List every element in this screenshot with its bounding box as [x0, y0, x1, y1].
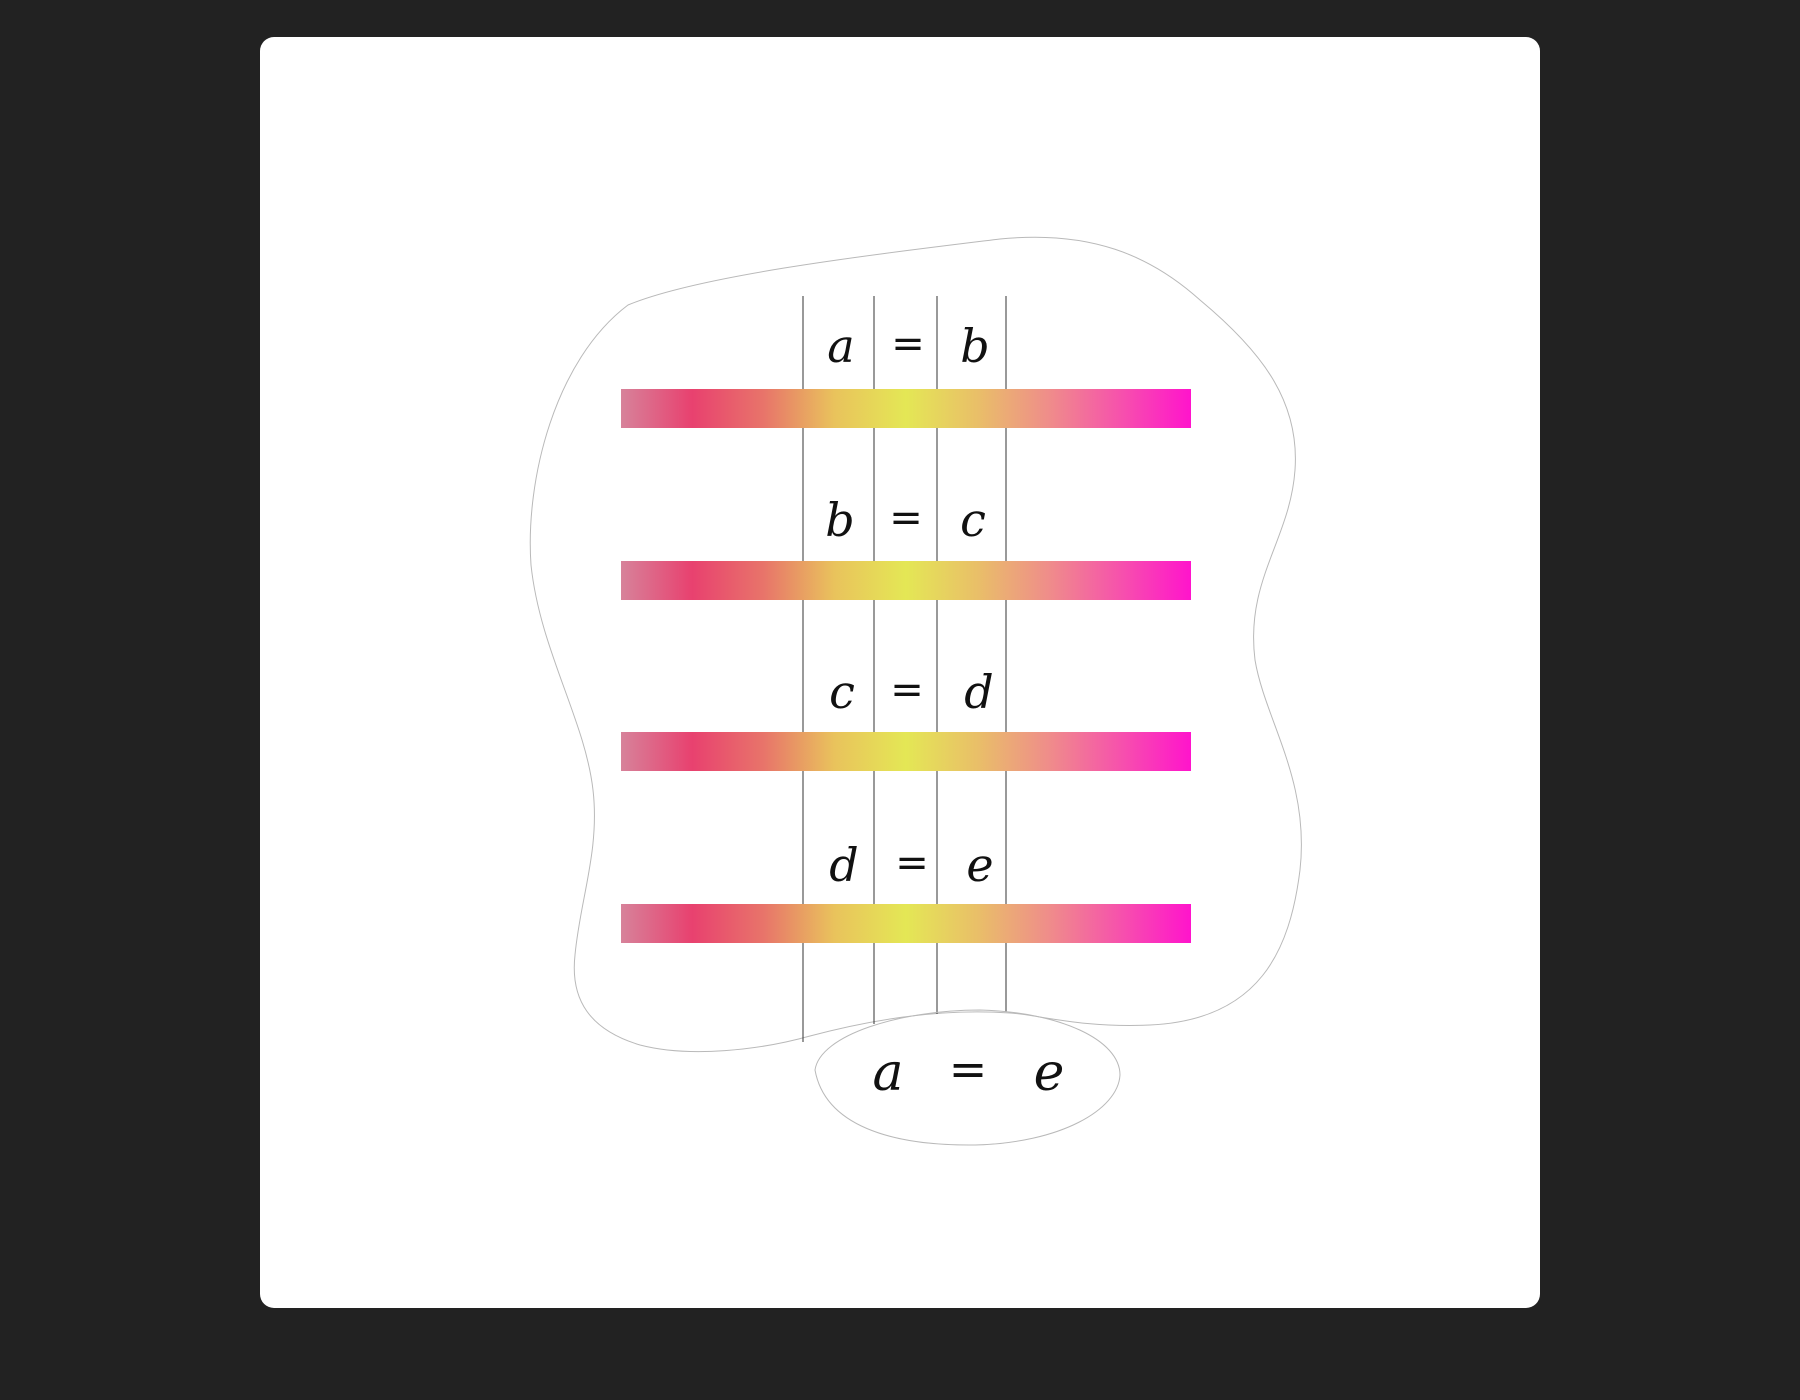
row-2-right: c	[960, 493, 986, 547]
row-3-right: d	[964, 665, 993, 719]
equation-row-4: d = e	[829, 838, 993, 892]
row-4-right: e	[966, 838, 993, 892]
row-3-left: c	[829, 665, 855, 719]
equation-row-2: b = c	[825, 493, 986, 547]
row-2-left: b	[825, 493, 854, 547]
row-2-equals: =	[889, 495, 923, 541]
gradient-bar-1	[621, 389, 1191, 428]
row-4-equals: =	[895, 840, 929, 886]
conclusion-equation: a = e	[872, 1042, 1064, 1103]
gradient-bar-3	[621, 732, 1191, 771]
equation-row-1: a = b	[827, 319, 989, 373]
conclusion-right: e	[1034, 1043, 1065, 1103]
row-4-left: d	[829, 838, 858, 892]
gradient-bar-4	[621, 904, 1191, 943]
row-3-equals: =	[890, 667, 924, 713]
conclusion-outline	[814, 1009, 1121, 1146]
gradient-bar-2	[621, 561, 1191, 600]
row-1-left: a	[827, 319, 854, 373]
diagram-canvas	[260, 37, 1540, 1308]
row-1-right: b	[960, 319, 989, 373]
equation-row-3: c = d	[829, 665, 994, 719]
conclusion-equals: =	[949, 1042, 988, 1096]
gradient-bars	[621, 389, 1191, 943]
row-1-equals: =	[891, 321, 925, 367]
conclusion-left: a	[872, 1043, 903, 1103]
premises-outline	[529, 236, 1302, 1053]
